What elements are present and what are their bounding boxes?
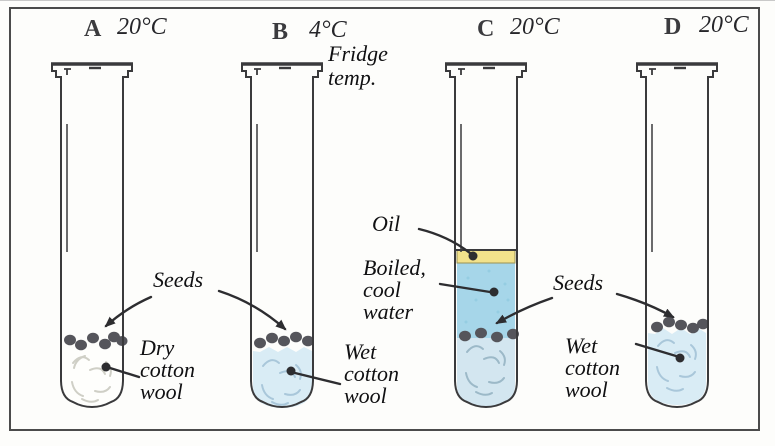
arrow-seeds-to-tube-d [615,292,675,319]
pointer-boiled-water [438,282,492,294]
tube-b-contents [253,331,314,408]
tube-b-temperature: 4°C [309,17,347,43]
pointer-dot-oil [468,251,478,261]
seeds-a [64,331,128,351]
diagram-border [9,7,760,431]
wet-cotton-wool-d [648,328,706,405]
pointer-dot-dry-cotton [101,362,111,372]
page-top-edge [0,0,775,1]
tube-c-contents [456,249,519,407]
tube-a-temperature: 20°C [117,14,167,40]
pointer-dot-wet-cotton-b [286,366,296,376]
cotton-swirls-c [465,345,506,396]
tube-c-temperature: 20°C [510,14,560,40]
seeds-b [254,331,314,349]
cotton-swirls-d [656,339,697,392]
pointer-oil [417,227,472,255]
wet-cotton-wool-b [253,347,312,408]
boiled-water-fill [457,263,515,338]
pointer-wet-cotton-d [634,342,678,358]
cotton-wool-c [457,334,515,407]
tube-d-temperature: 20°C [699,12,749,38]
pointer-dot-boiled-water [489,287,499,297]
tube-b-letter: B [272,19,289,45]
cotton-swirls-a [71,355,112,403]
tube-c-letter: C [477,16,495,42]
oil-layer [456,249,516,264]
arrow-seeds-to-tube-a [104,295,153,328]
tube-a-letter: A [84,16,102,42]
label-oil: Oil [372,211,401,236]
annotation-pointers [101,227,685,386]
cotton-swirls-b [261,359,302,406]
tube-b-fridge-note: Fridge temp. [328,41,388,90]
water-speckle [464,269,510,324]
label-boiled-cool-water: Boiled, cool water [363,255,426,324]
label-dry-cotton-wool: Dry cotton wool [140,335,195,404]
label-seeds-left: Seeds [153,267,204,292]
pointer-dot-wet-cotton-d [675,353,685,363]
tube-d-contents [648,316,709,405]
label-seeds-right: Seeds [553,270,604,295]
pointer-dry-cotton [108,366,141,379]
seeds-d [651,316,709,334]
label-wet-cotton-wool-d: Wet cotton wool [565,333,620,402]
arrow-seeds-to-tube-b [217,289,287,331]
arrow-seeds-to-tube-c [495,296,554,325]
tube-d-letter: D [664,14,682,40]
dry-cotton-wool-a [63,344,122,408]
tube-a-contents [63,331,128,408]
label-wet-cotton-wool-b: Wet cotton wool [344,339,399,408]
pointer-wet-cotton-b [293,371,342,386]
